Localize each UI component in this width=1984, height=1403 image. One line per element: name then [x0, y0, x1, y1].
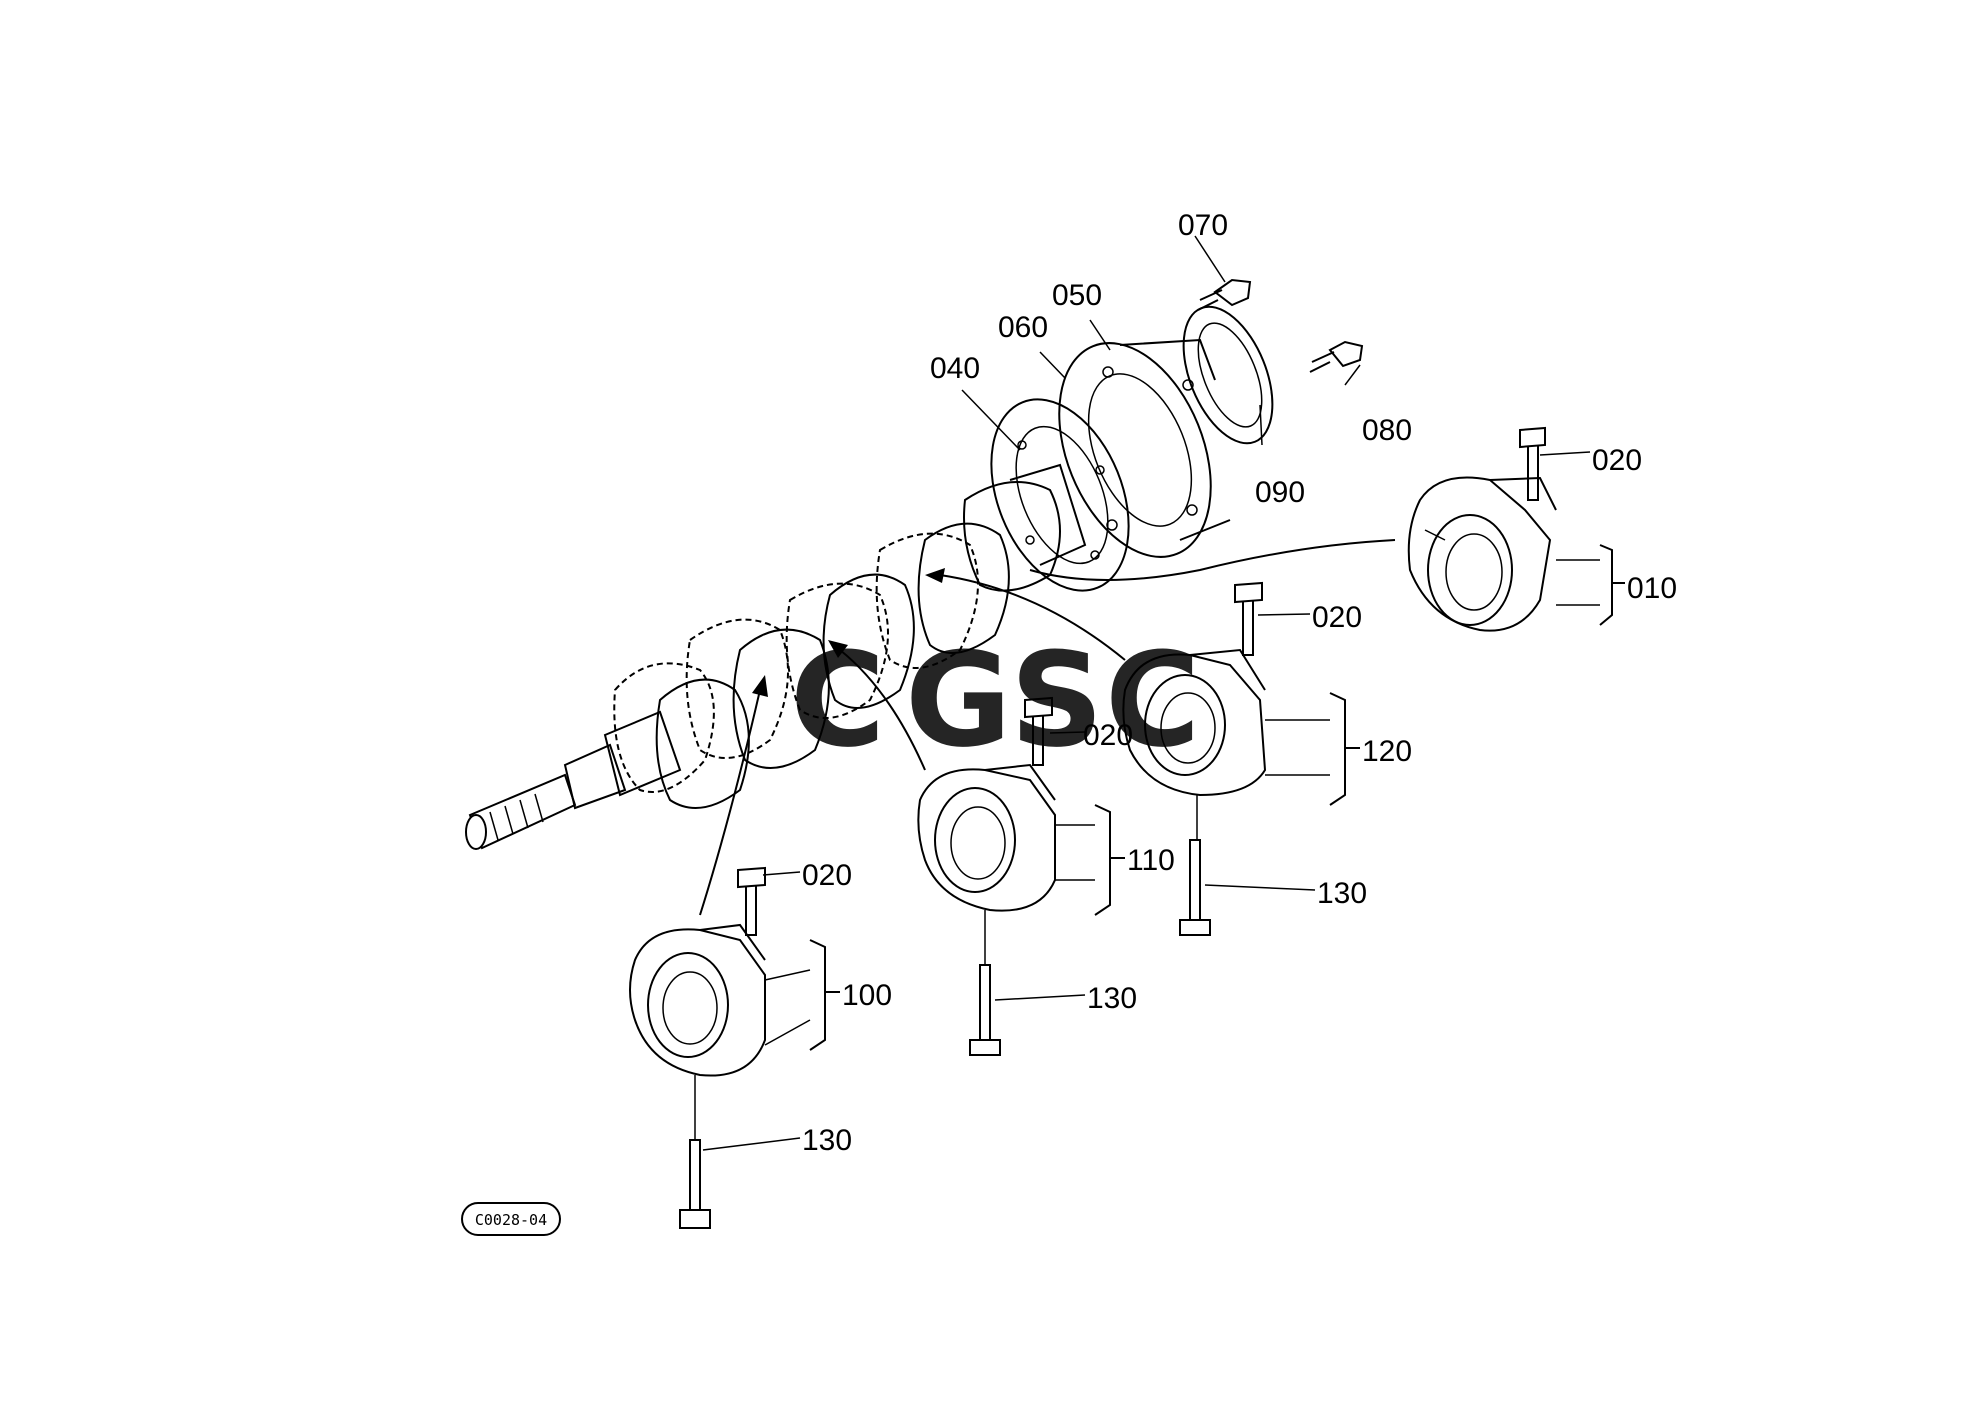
crankshaft-illustration	[465, 463, 1087, 850]
callout-130-left: 130	[802, 1124, 852, 1157]
cgsc-watermark: C G S C	[790, 624, 1200, 776]
bearing-case-010-illustration	[1407, 476, 1557, 632]
bolt-070-illustration	[1197, 278, 1252, 311]
callout-100: 100	[842, 979, 892, 1012]
watermark-letter-g: G	[905, 624, 1012, 776]
bolt-020-illustration-c	[1024, 696, 1053, 766]
callout-120: 120	[1362, 735, 1412, 768]
bolt-080-illustration	[1309, 340, 1364, 373]
callout-010: 010	[1627, 572, 1677, 605]
bearing-case-100-illustration	[629, 923, 766, 1077]
bolt-020-illustration-a	[1519, 426, 1546, 501]
bearing-case-120-illustration	[1122, 648, 1267, 797]
callout-090: 090	[1255, 476, 1305, 509]
rear-seal-housing	[990, 305, 1274, 592]
callout-040: 040	[930, 352, 980, 385]
callout-020-upper: 020	[1312, 601, 1362, 634]
assembly-arrows	[699, 539, 1396, 916]
bolt-020-illustration-d	[737, 866, 766, 936]
callout-080: 080	[1362, 414, 1412, 447]
callout-060: 060	[998, 311, 1048, 344]
bearing-case-110-illustration	[917, 763, 1056, 912]
callout-020-lower: 020	[802, 859, 852, 892]
watermark-letter-c1: C	[790, 624, 885, 776]
reference-code-text: C0028-04	[475, 1211, 547, 1229]
callout-020-top: 020	[1592, 444, 1642, 477]
bolt-130-illustration-c	[679, 1139, 711, 1229]
callout-130-right: 130	[1317, 877, 1367, 910]
callout-050: 050	[1052, 279, 1102, 312]
callout-070: 070	[1178, 209, 1228, 242]
callout-020-middle: 020	[1083, 719, 1133, 752]
callout-130-middle: 130	[1087, 982, 1137, 1015]
reference-code-badge: C0028-04	[461, 1202, 561, 1236]
bolt-130-illustration-b	[969, 964, 1001, 1056]
bolt-130-illustration-a	[1179, 839, 1211, 936]
watermark-letter-c2: C	[1105, 624, 1200, 776]
bolt-020-illustration-b	[1234, 581, 1263, 656]
watermark-letter-s: S	[1010, 624, 1104, 776]
callout-110: 110	[1127, 844, 1175, 877]
